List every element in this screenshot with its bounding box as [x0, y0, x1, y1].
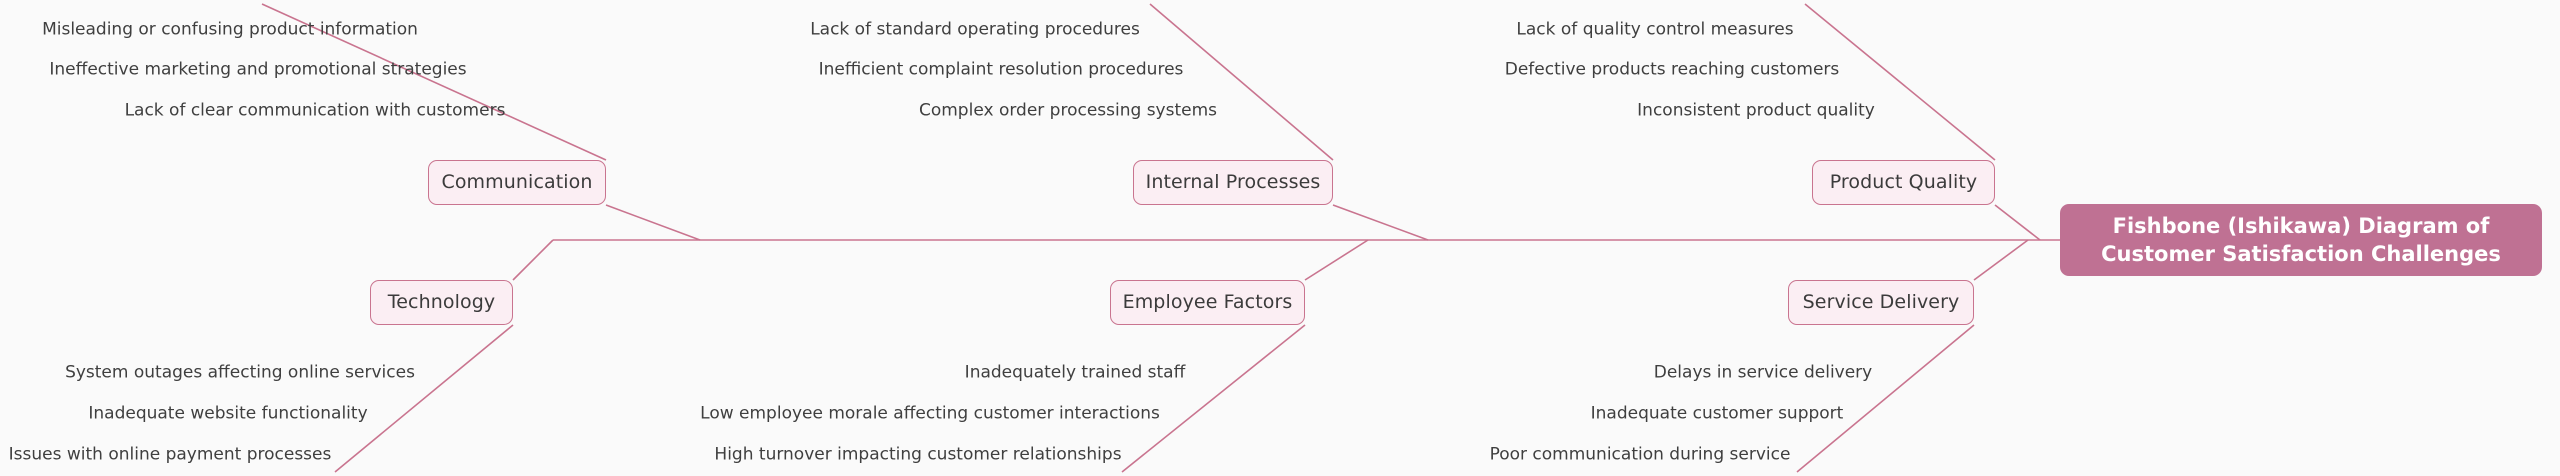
- category-box-communication[interactable]: Communication: [428, 160, 606, 205]
- cause-label-communication-1: Misleading or confusing product informat…: [42, 19, 418, 40]
- cause-label-product-quality-3: Inconsistent product quality: [1637, 100, 1875, 121]
- cause-label-product-quality-2: Defective products reaching customers: [1504, 59, 1840, 80]
- bone-line-quality-tail: [1994, 204, 2041, 241]
- bone-line-employee-spine: [1304, 239, 1369, 281]
- category-box-internal-processes[interactable]: Internal Processes: [1133, 160, 1333, 205]
- cause-label-employee-factors-2: Low employee morale affecting customer i…: [700, 403, 1160, 424]
- category-box-technology[interactable]: Technology: [370, 280, 513, 325]
- cause-label-product-quality-1: Lack of quality control measures: [1516, 19, 1794, 40]
- cause-label-employee-factors-3: High turnover impacting customer relatio…: [714, 444, 1122, 465]
- bone-line-technology: [334, 324, 514, 473]
- cause-label-service-delivery-1: Delays in service delivery: [1653, 362, 1873, 383]
- diagram-title-box: Fishbone (Ishikawa) Diagram of Customer …: [2060, 204, 2542, 276]
- category-box-product-quality[interactable]: Product Quality: [1812, 160, 1995, 205]
- bone-line-employee-factors: [1121, 324, 1306, 473]
- cause-label-technology-2: Inadequate website functionality: [88, 403, 368, 424]
- cause-label-communication-2: Ineffective marketing and promotional st…: [49, 59, 467, 80]
- cause-label-service-delivery-3: Poor communication during service: [1489, 444, 1791, 465]
- bone-line-internal-tail: [1332, 204, 1429, 241]
- category-box-service-delivery[interactable]: Service Delivery: [1788, 280, 1974, 325]
- cause-label-service-delivery-2: Inadequate customer support: [1590, 403, 1844, 424]
- bone-line-product-quality: [1804, 3, 1996, 161]
- cause-label-technology-3: Issues with online payment processes: [8, 444, 332, 465]
- bone-line-service-delivery: [1796, 324, 1975, 473]
- bone-line-communication-tail: [605, 204, 701, 241]
- cause-label-internal-processes-2: Inefficient complaint resolution procedu…: [818, 59, 1184, 80]
- cause-label-communication-3: Lack of clear communication with custome…: [124, 100, 506, 121]
- cause-label-employee-factors-1: Inadequately trained staff: [964, 362, 1186, 383]
- cause-label-internal-processes-1: Lack of standard operating procedures: [810, 19, 1140, 40]
- cause-label-internal-processes-3: Complex order processing systems: [918, 100, 1218, 121]
- bone-line-internal-processes: [1149, 3, 1334, 161]
- bone-line-service-spine: [1973, 239, 2029, 281]
- category-box-employee-factors[interactable]: Employee Factors: [1110, 280, 1305, 325]
- bone-line-technology-spine: [512, 239, 554, 281]
- cause-label-technology-1: System outages affecting online services: [65, 362, 415, 383]
